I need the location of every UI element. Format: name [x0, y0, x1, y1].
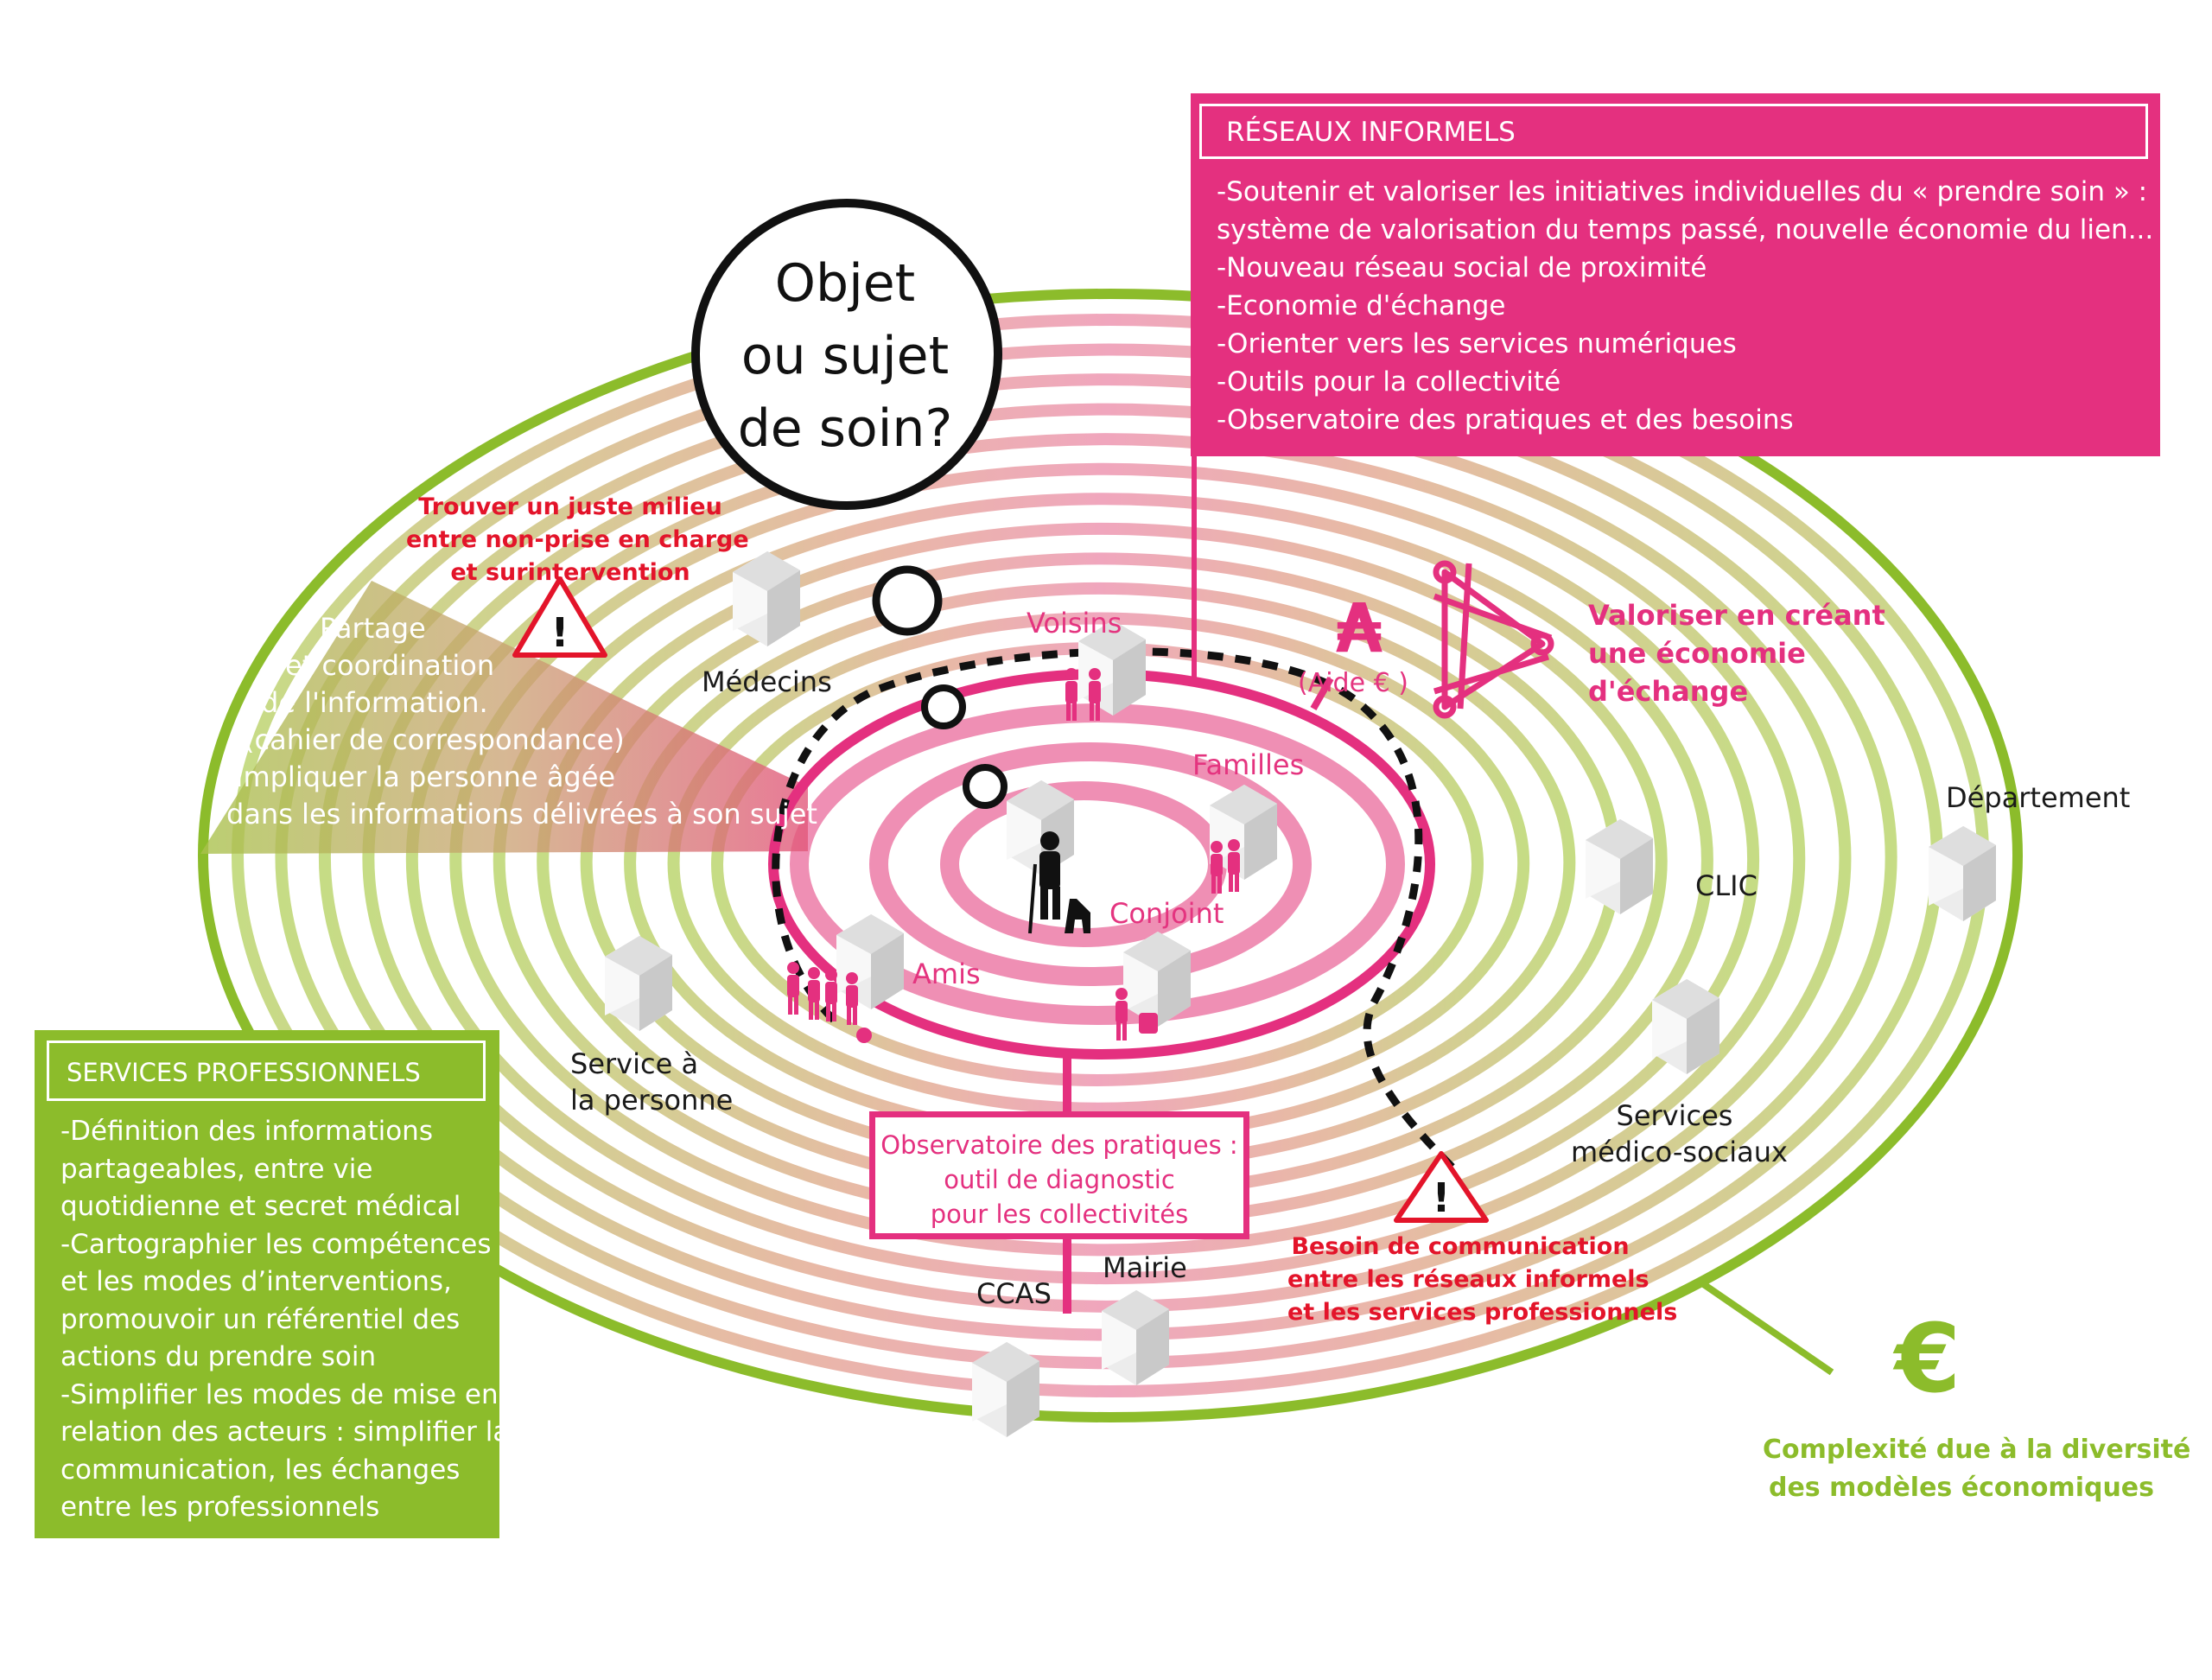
list-item: partageables, entre vie	[60, 1153, 373, 1185]
observatory-line: outil de diagnostic	[944, 1165, 1175, 1194]
warning-line: et surintervention	[450, 559, 690, 586]
label-voisins: Voisins	[1027, 607, 1122, 640]
thought-bubble-medium	[921, 684, 966, 729]
warning-line: entre non-prise en charge	[406, 526, 749, 553]
observatory-line: pour les collectivités	[930, 1200, 1189, 1229]
bubble-line: de soin?	[737, 398, 953, 459]
label-ccas: CCAS	[976, 1277, 1052, 1310]
warning-bottom-text: Besoin de communication entre les réseau…	[1287, 1231, 1678, 1329]
bubble-line: ou sujet	[741, 326, 950, 386]
list-item: -Simplifier les modes de mise en	[60, 1378, 499, 1410]
warning-top-text: Trouver un juste milieu entre non-prise …	[406, 491, 749, 589]
label-line: la personne	[570, 1084, 734, 1117]
euro-icon: €	[1894, 1303, 1961, 1414]
coordination-wedge	[200, 581, 808, 854]
exchange-text: Valoriser en créant une économie d'échan…	[1588, 596, 1885, 710]
wedge-line: et coordination	[285, 649, 495, 682]
people-conjoint-icon	[1116, 988, 1158, 1040]
label-service-personne: Service à la personne	[570, 1046, 733, 1118]
aid-label: (Aide € )	[1298, 668, 1408, 698]
list-item: -Cartographier les compétences	[60, 1228, 492, 1260]
dotted-boundary	[772, 647, 1464, 1179]
svg-text:!: !	[551, 609, 569, 656]
exchange-line: d'échange	[1588, 675, 1749, 708]
label-mairie: Mairie	[1103, 1251, 1187, 1284]
label-line: Service à	[570, 1047, 699, 1080]
ring	[362, 403, 1852, 1313]
list-item: -Soutenir et valoriser les initiatives i…	[1217, 176, 2148, 207]
wedge-line: de l'information.	[261, 686, 488, 719]
label-departement: Département	[1946, 781, 2131, 814]
professional-services-box: SERVICES PROFESSIONNELS -Définition des …	[35, 1030, 509, 1538]
informal-networks-title-frame: RÉSEAUX INFORMELS	[1199, 104, 2148, 159]
list-item: relation des acteurs : simplifier la	[60, 1416, 510, 1448]
label-medecins: Médecins	[702, 665, 832, 698]
list-item: et les modes d’interventions,	[60, 1266, 452, 1297]
aid-connector	[1310, 677, 1334, 710]
ring	[405, 433, 1806, 1285]
list-item: système de valorisation du temps passé, …	[1217, 214, 2154, 245]
observatory-line: Observatoire des pratiques :	[880, 1130, 1238, 1160]
warning-line: Besoin de communication	[1291, 1233, 1630, 1260]
svg-text:!: !	[1433, 1174, 1451, 1221]
informal-networks-title: RÉSEAUX INFORMELS	[1226, 117, 1516, 148]
wedge-line: dans les informations délivrées à son su…	[226, 798, 817, 830]
professional-services-title-frame: SERVICES PROFESSIONNELS	[47, 1040, 486, 1101]
people-amis-icon	[787, 962, 872, 1043]
warning-bottom-icon: !	[1394, 1151, 1489, 1223]
question-bubble-text: Objet ou sujet de soin?	[715, 247, 975, 465]
list-item: quotidienne et secret médical	[60, 1191, 461, 1222]
warning-line: Trouver un juste milieu	[418, 493, 722, 520]
label-line: médico-sociaux	[1571, 1136, 1788, 1168]
list-item: entre les professionnels	[60, 1492, 380, 1523]
label-line: Services	[1616, 1099, 1733, 1132]
thought-bubble-large	[872, 565, 943, 636]
label-familles: Familles	[1192, 748, 1305, 781]
list-item: -Nouveau réseau social de proximité	[1217, 252, 1707, 283]
informal-networks-box: RÉSEAUX INFORMELS -Soutenir et valoriser…	[1191, 93, 2160, 456]
wedge-line: (cahier de correspondance)	[244, 723, 625, 756]
label-amis: Amis	[912, 958, 981, 990]
wedge-line: Impliquer la personne âgée	[235, 760, 616, 793]
exchange-line: une économie	[1588, 637, 1806, 670]
question-bubble	[691, 199, 1002, 510]
label-conjoint: Conjoint	[1109, 897, 1224, 930]
warning-line: entre les réseaux informels	[1287, 1266, 1649, 1293]
professional-services-list: -Définition des informations partageable…	[60, 1113, 509, 1527]
informal-networks-list: -Soutenir et valoriser les initiatives i…	[1217, 173, 2153, 439]
ring	[449, 462, 1760, 1257]
economy-line: des modèles économiques	[1768, 1473, 2155, 1503]
ring	[667, 612, 1530, 1115]
list-item: -Définition des informations	[60, 1116, 433, 1147]
economy-connector	[1700, 1280, 1834, 1376]
economy-line: Complexité due à la diversité	[1763, 1435, 2191, 1465]
exchange-triangle-icon	[1433, 560, 1554, 719]
list-item: actions du prendre soin	[60, 1341, 377, 1372]
label-clic: CLIC	[1695, 869, 1758, 902]
list-item: -Economie d'échange	[1217, 290, 1506, 321]
warning-top-icon: !	[512, 576, 607, 658]
economy-text: Complexité due à la diversité des modèle…	[1763, 1431, 2191, 1507]
observatory-text: Observatoire des pratiques : outil de di…	[875, 1128, 1243, 1231]
bubble-line: Objet	[774, 253, 916, 314]
observatory-box: Observatoire des pratiques : outil de di…	[869, 1111, 1249, 1239]
list-item: promouvoir un référentiel des	[60, 1303, 461, 1335]
exchange-currency-icon: ₳	[1335, 590, 1383, 668]
list-item: -Orienter vers les services numériques	[1217, 328, 1737, 360]
warning-line: et les services professionnels	[1287, 1299, 1678, 1326]
professional-services-title: SERVICES PROFESSIONNELS	[67, 1058, 421, 1087]
list-item: communication, les échanges	[60, 1454, 461, 1486]
exchange-line: Valoriser en créant	[1588, 599, 1885, 632]
list-item: -Observatoire des pratiques et des besoi…	[1217, 404, 1794, 436]
wedge-line: Partage	[320, 612, 426, 645]
elderly-person-icon	[1028, 831, 1090, 934]
label-services-medico: Services médico-sociaux	[1571, 1098, 1788, 1170]
thought-bubble-small	[963, 764, 1007, 809]
list-item: -Outils pour la collectivité	[1217, 366, 1561, 398]
